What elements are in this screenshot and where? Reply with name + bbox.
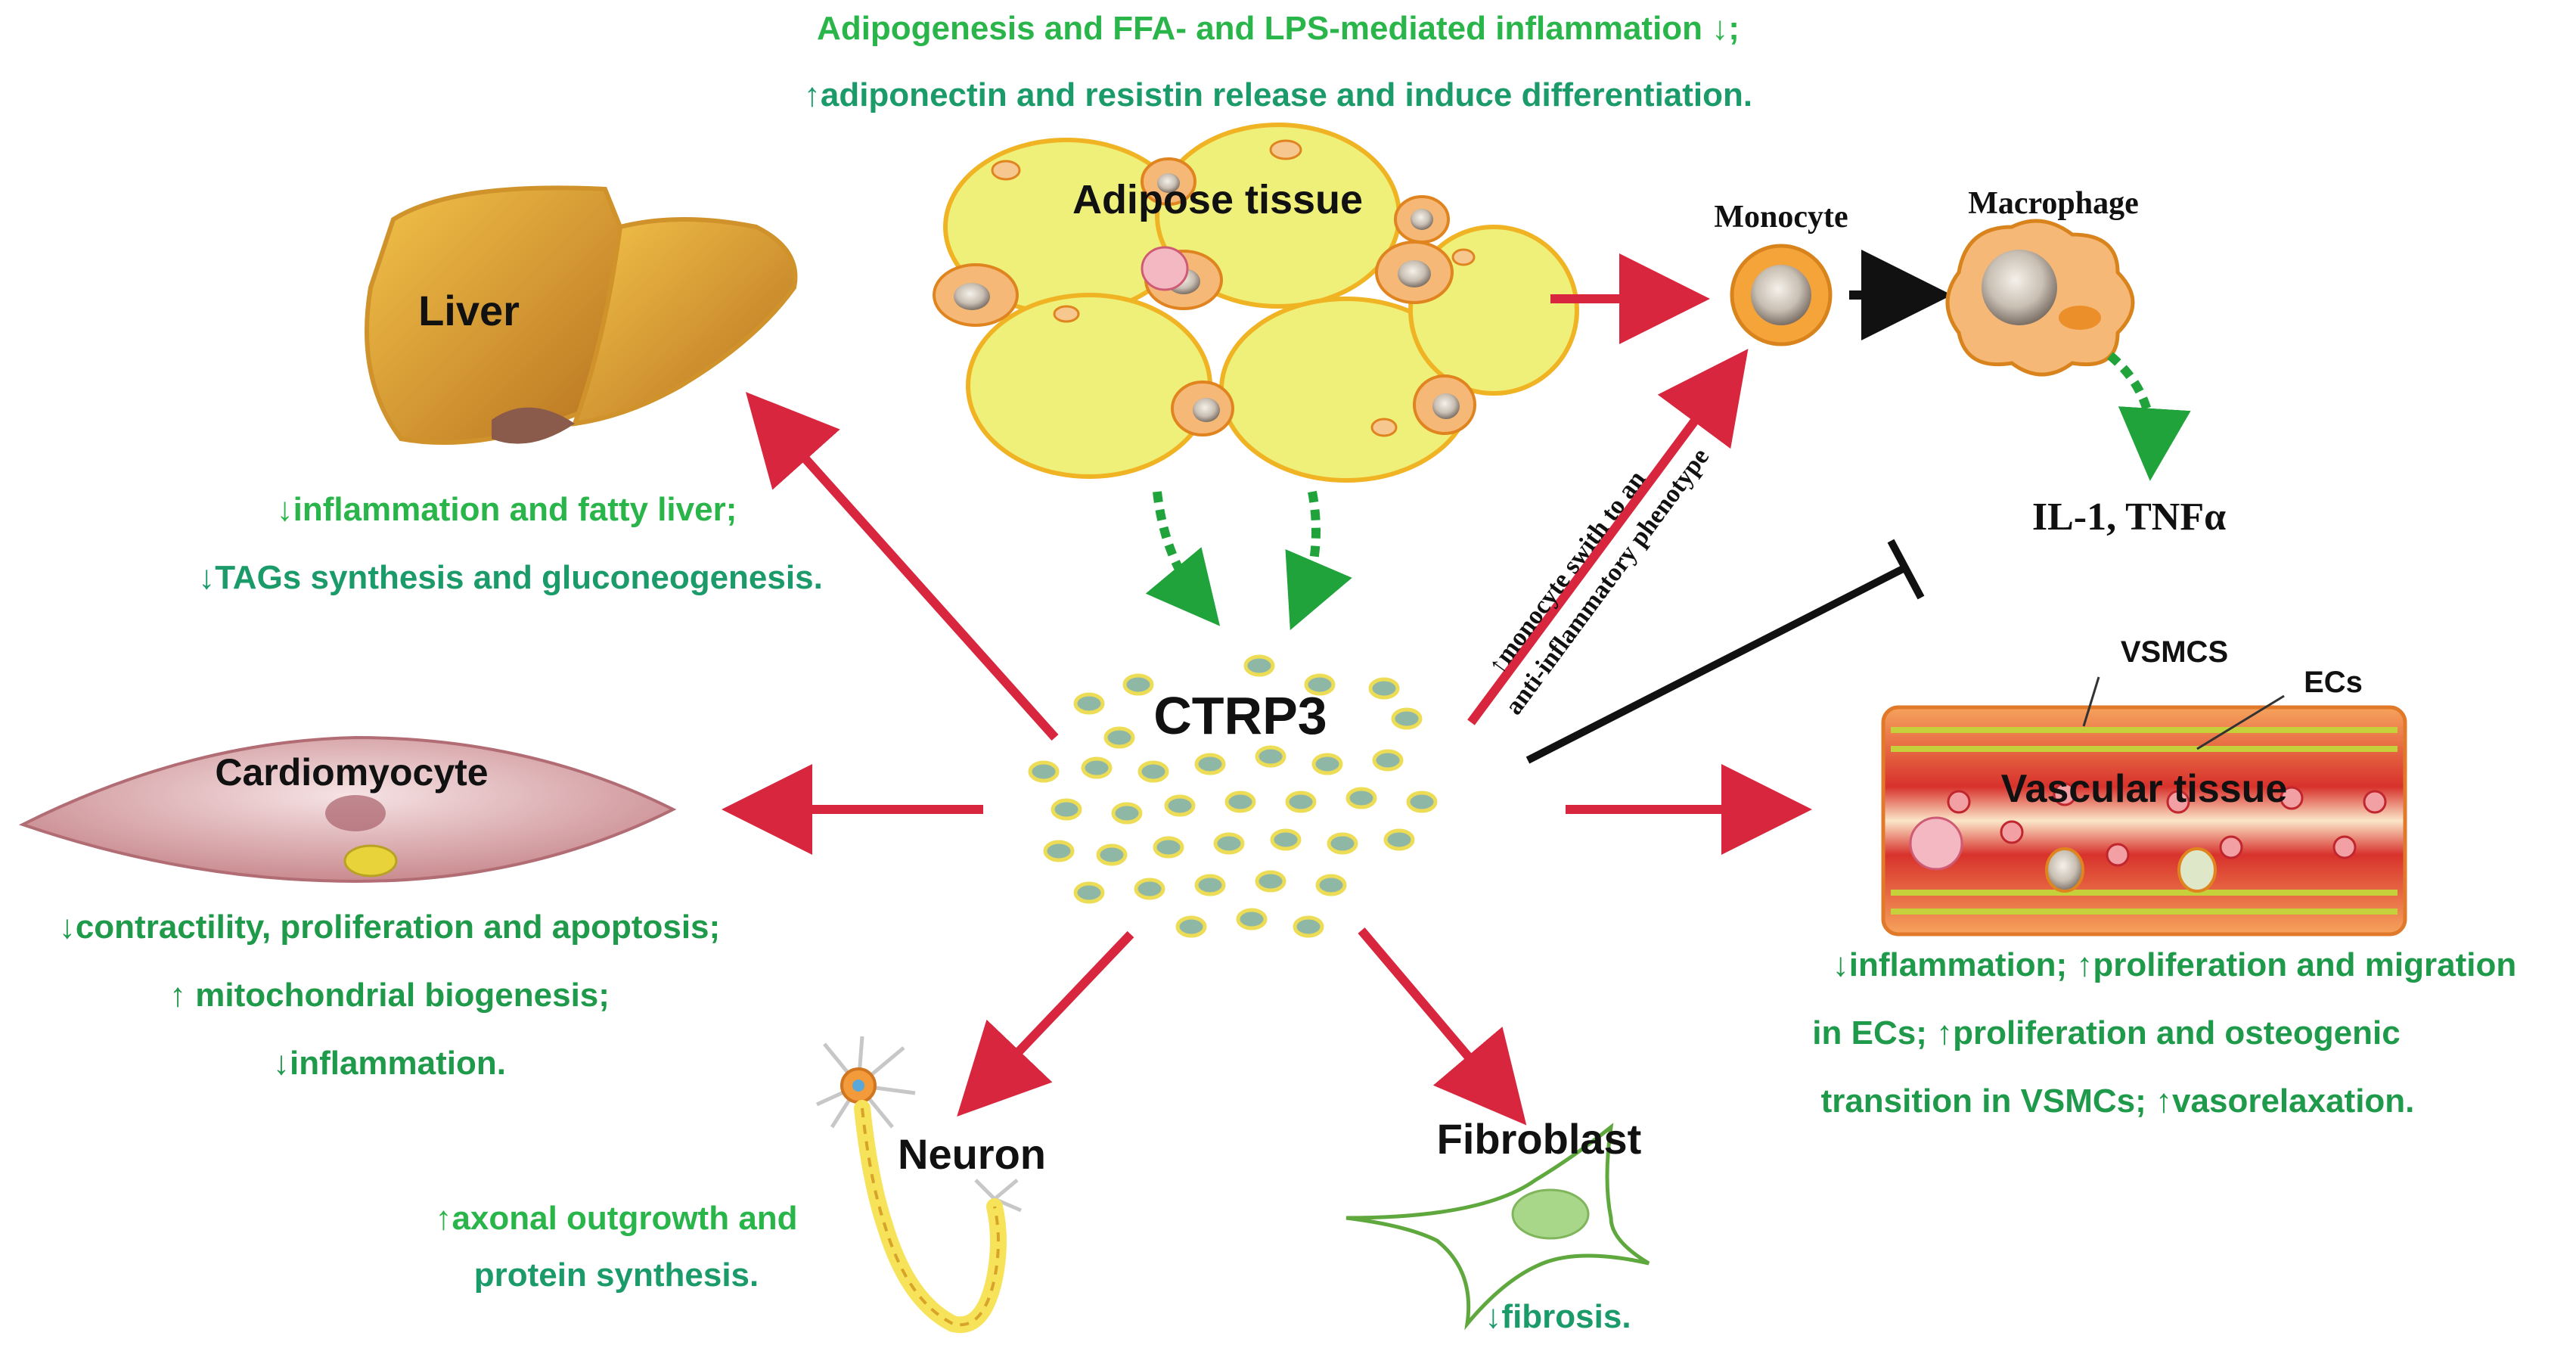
liver-left-lobe [571,217,798,427]
liver-effect-line-2: ↓TAGs synthesis and gluconeogenesis. [198,559,823,596]
adipocyte [966,293,1212,479]
cardiomyocyte-effect-line-1: ↓contractility, proliferation and apopto… [59,909,720,946]
vessel-wall [1881,705,2407,937]
cardiomyocyte-effect-line-2: ↑ mitochondrial biogenesis; [169,977,610,1014]
vsmcs-pointer [2082,676,2100,727]
fibroblast-title: Fibroblast [1437,1115,1642,1163]
ecs-label: ECs [2304,666,2363,699]
liver-illustration: Liver [365,185,798,445]
arrow-to-neuron [957,930,1134,1117]
fibroblast-effect-line-1: ↓fibrosis. [1485,1298,1631,1335]
inhibition-line [1525,564,1908,764]
vessel-monocyte [2045,847,2084,893]
fibroblast-body [1345,1123,1650,1331]
monocyte-label: Monocyte [1714,200,1848,235]
vsmcs-label: VSMCS [2121,635,2228,669]
liver-effect-line-1: ↓inflammation and fatty liver; [277,491,737,528]
ecs-pointer [2196,694,2285,750]
arrow-to-fibroblast [1358,927,1527,1126]
inhibition-bar [1887,539,1925,600]
mitochondrion [343,844,398,878]
macrophage-secretion-arrow [2107,352,2191,481]
adipose-title: Adipose tissue [1072,177,1363,222]
neuron-effect-line-2: protein synthesis. [474,1256,759,1294]
neuron-effect-line-1: ↑axonal outgrowth and [435,1200,797,1237]
adipose-secretion-arrow-right [1285,490,1352,631]
vessel-leukocyte [1909,816,1963,871]
vascular-title: Vascular tissue [2001,767,2288,811]
ctrp3-particles [1028,654,1438,938]
mast-cell [1141,246,1189,291]
arrow-to-monocyte-switch [1467,349,1749,725]
neuron-illustration [815,1036,1022,1334]
macrophage-cell [1945,219,2135,377]
cardiomyocyte-title: Cardiomyocyte [215,751,488,794]
monocyte-cell [1730,244,1833,346]
cardiomyocyte-nucleus [325,795,386,831]
neuron-dendrites [815,1036,1022,1213]
arrow-to-liver [745,392,1059,741]
cardiomyocyte-effect-line-3: ↓inflammation. [273,1045,506,1082]
macrophage-label: Macrophage [1968,186,2139,221]
fibroblast-illustration [1345,1123,1650,1331]
fibroblast-nucleus [1511,1188,1590,1240]
cardiomyocyte-illustration: Cardiomyocyte [18,735,677,884]
adipose-secretion-arrow-left [1145,491,1221,626]
adipose-effect-line-2: ↑adiponectin and resistin release and in… [804,76,1752,113]
adipose-effect-line-1: Adipogenesis and FFA- and LPS-mediated i… [817,10,1740,47]
vascular-effect-line-2: in ECs; ↑proliferation and osteogenic [1812,1014,2400,1051]
adipose-tissue-illustration: Adipose tissue [933,123,1579,483]
vascular-illustration: Vascular tissue [1881,705,2407,937]
vascular-effect-line-1: ↓inflammation; ↑proliferation and migrat… [1833,946,2516,983]
monocyte-switch-label: ↑monocyte swith to an anti-inflammatory … [1483,443,1715,720]
blood-cells [1947,782,2387,867]
ctrp3-title: CTRP3 [1153,686,1327,745]
cytokines-label: IL-1, TNFα [2032,495,2226,539]
gallbladder [492,407,575,444]
ctrp3-effect-arrows [722,253,1812,1126]
vascular-effect-line-3: transition in VSMCs; ↑vasorelaxation. [1821,1083,2415,1120]
neuron-title: Neuron [898,1130,1046,1178]
vsmc-layers [1891,727,2398,915]
liver-title: Liver [418,287,520,334]
vessel-monocyte [2177,847,2217,893]
adipocyte-nuclei [991,139,1476,437]
neuron-axon [854,1100,1007,1334]
